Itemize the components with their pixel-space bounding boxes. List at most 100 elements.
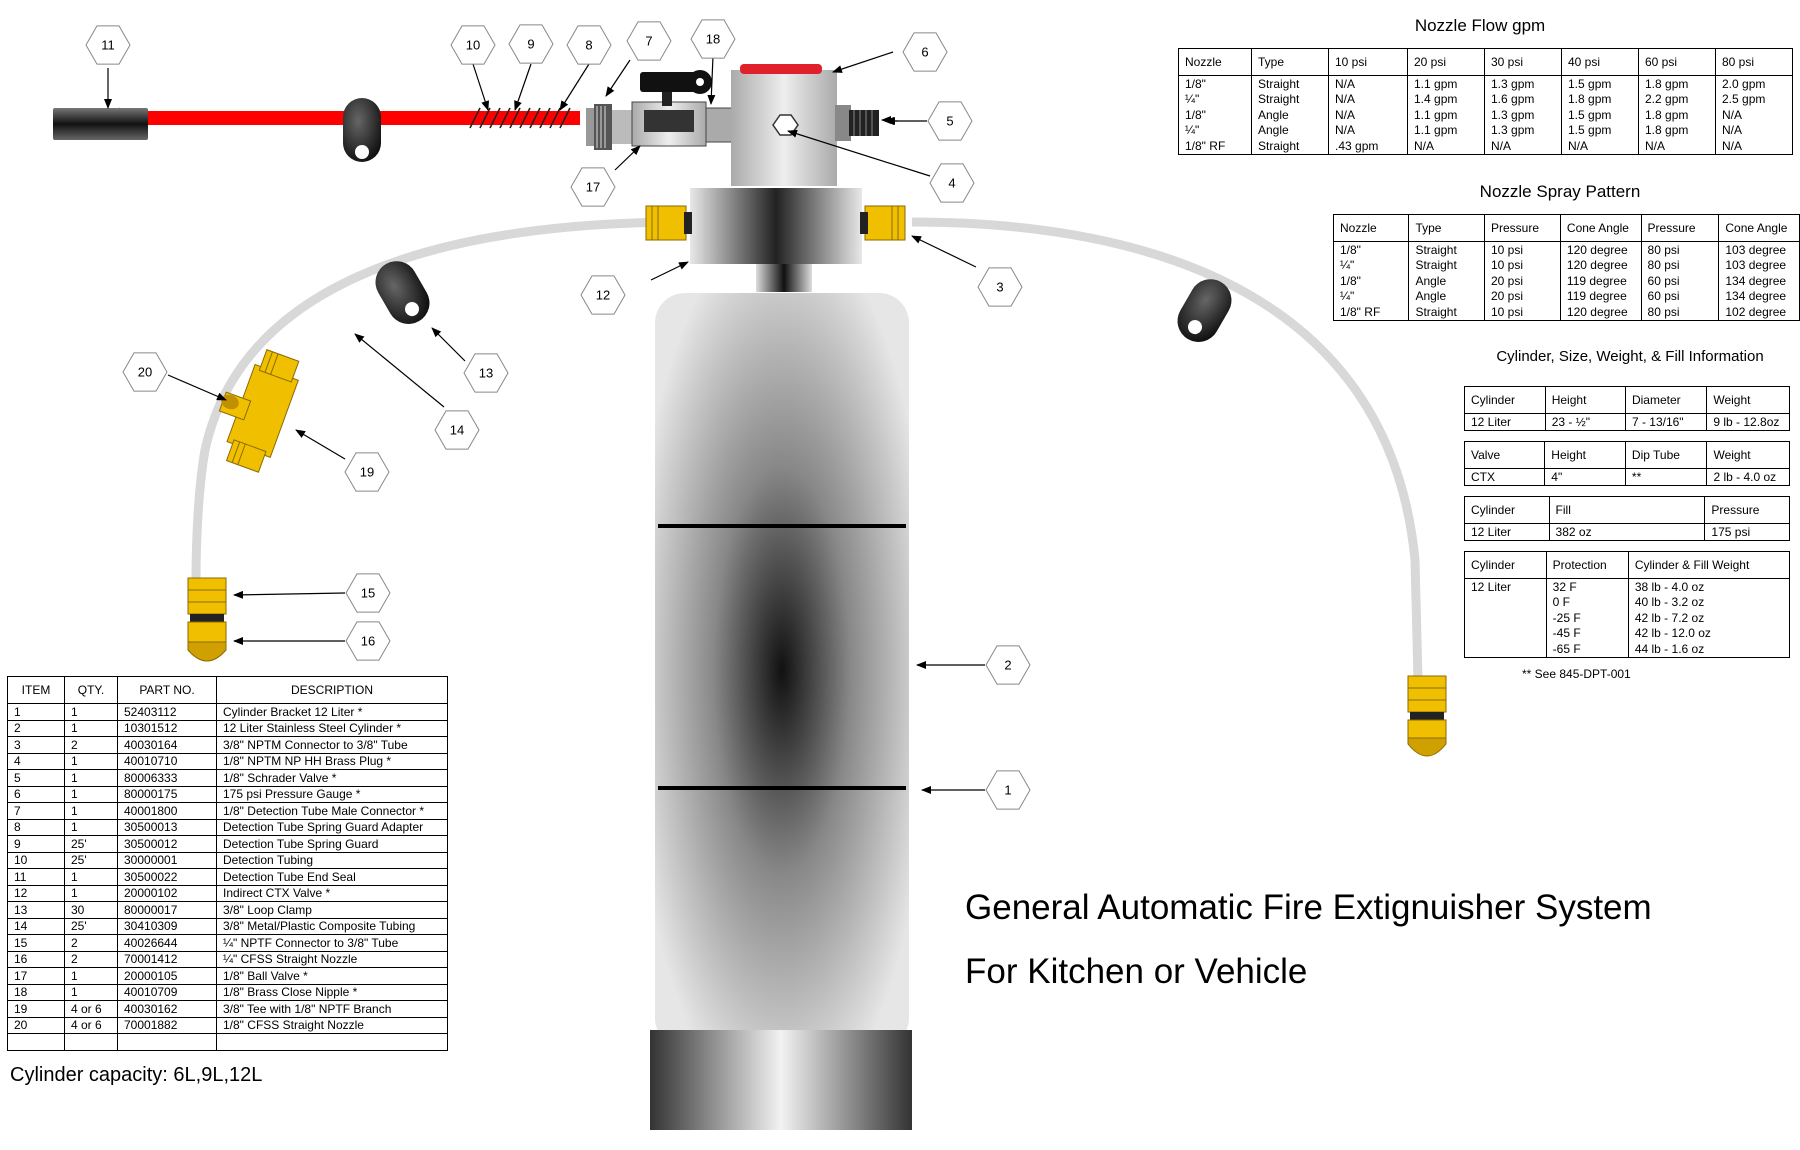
table-cell: N/A — [1328, 107, 1408, 123]
column-header: 40 psi — [1561, 48, 1639, 76]
table-cell: 1/8" — [1178, 75, 1252, 92]
loop-clamp-top — [343, 98, 381, 162]
table-cell: 1 — [64, 868, 118, 886]
table-cell: 103 degree — [1718, 257, 1800, 273]
table-cell: 30500022 — [117, 868, 217, 886]
table-cell: 134 degree — [1718, 273, 1800, 289]
table-cell: 40 lb - 3.2 oz — [1627, 594, 1791, 610]
table-cell: 134 degree — [1718, 288, 1800, 304]
table-cell: 1/8" NPTM NP HH Brass Plug * — [216, 752, 448, 770]
table-cell — [1464, 594, 1547, 610]
table-cell: 40030162 — [117, 1000, 217, 1018]
callout-hex-14 — [434, 410, 480, 450]
table-cell: 8 — [7, 818, 65, 836]
table-cell: 2.5 gpm — [1715, 91, 1793, 107]
table-cell: 1 — [64, 719, 118, 737]
cylinder-base — [650, 1030, 912, 1130]
cylinder-neck — [756, 264, 812, 292]
column-header: Nozzle — [1178, 48, 1252, 76]
straight-nozzle-left — [187, 577, 227, 662]
callout-hex-18 — [690, 19, 736, 59]
column-header: Type — [1251, 48, 1329, 76]
detection-tube-end-seal — [53, 108, 148, 140]
table-cell: 20000105 — [117, 967, 217, 985]
table-cell: 40001800 — [117, 802, 217, 820]
table-cell: 42 lb - 12.0 oz — [1627, 625, 1791, 641]
callout-number: 10 — [466, 37, 480, 52]
table-cell: 17 — [7, 967, 65, 985]
column-header: Fill — [1548, 496, 1706, 524]
ctx-valve — [690, 188, 862, 264]
table-cell: 0 F — [1545, 594, 1629, 610]
column-header: ITEM — [7, 676, 65, 704]
table-cell: 80006333 — [117, 769, 217, 787]
column-header: Cylinder — [1464, 496, 1550, 524]
callout-number: 16 — [361, 633, 375, 648]
table-cell: 1.5 gpm — [1561, 75, 1639, 92]
table-cell: 40026644 — [117, 934, 217, 952]
table-cell: ¼" CFSS Straight Nozzle — [216, 950, 448, 968]
table-cell: 1 — [64, 802, 118, 820]
table-cell: N/A — [1484, 138, 1562, 155]
column-header: 10 psi — [1328, 48, 1408, 76]
table-cell: ¼" — [1178, 122, 1252, 138]
table-cell: 2.0 gpm — [1715, 75, 1793, 92]
tee-branch — [225, 349, 300, 473]
column-header: Weight — [1706, 441, 1790, 469]
callout-hex-13 — [463, 353, 509, 393]
callout-hex-17 — [570, 167, 616, 207]
table-cell: 4 — [7, 752, 65, 770]
callout-hex-2 — [985, 645, 1031, 685]
table-cell: 20000102 — [117, 884, 217, 902]
table-cell: 1 — [64, 983, 118, 1001]
table-cell: Detection Tubing — [216, 851, 448, 869]
detection-tubing — [60, 111, 580, 125]
table-cell: 15 — [7, 934, 65, 952]
table-cell: 1.8 gpm — [1638, 75, 1716, 92]
table-cell: 1 — [64, 967, 118, 985]
table-cell: 32 F — [1545, 578, 1629, 595]
table-cell: 3/8" NPTM Connector to 3/8" Tube — [216, 736, 448, 754]
table-cell: 1.1 gpm — [1407, 75, 1485, 92]
table-cell: 1/8" — [1332, 273, 1410, 289]
table-cell: 13 — [7, 901, 65, 919]
table-row — [7, 1033, 448, 1051]
table-cell: 11 — [7, 868, 65, 886]
callout-number: 17 — [586, 179, 600, 194]
table-cell: 3/8" Tee with 1/8" NPTF Branch — [216, 1000, 448, 1018]
table-cell: Straight — [1408, 241, 1485, 258]
table-cell: 2 — [64, 950, 118, 968]
callout-number: 13 — [479, 365, 493, 380]
branch-nozzle — [218, 391, 252, 421]
callout-number: 3 — [996, 279, 1003, 294]
table-cell: 12 — [7, 884, 65, 902]
table-cell: 1.3 gpm — [1484, 122, 1562, 138]
table-cell: 9 lb - 12.8oz — [1706, 413, 1790, 431]
callout-number: 20 — [138, 364, 152, 379]
table-cell: 1.1 gpm — [1407, 107, 1485, 123]
table-cell: 3 — [7, 736, 65, 754]
table-cell: 10 psi — [1483, 241, 1561, 258]
composite-tubing — [191, 217, 689, 581]
callout-hex-7 — [626, 21, 672, 61]
table-cell: 4 or 6 — [64, 1016, 118, 1034]
column-header: Cone Angle — [1718, 214, 1800, 242]
table-cell: 4" — [1544, 468, 1626, 486]
table-cell: 30500013 — [117, 818, 217, 836]
table-cell: 80 psi — [1640, 241, 1720, 258]
table-cell: N/A — [1715, 122, 1793, 138]
table-cell: 1/8" Detection Tube Male Connector * — [216, 802, 448, 820]
column-header: Diameter — [1624, 386, 1708, 414]
table-cell: 1 — [64, 785, 118, 803]
